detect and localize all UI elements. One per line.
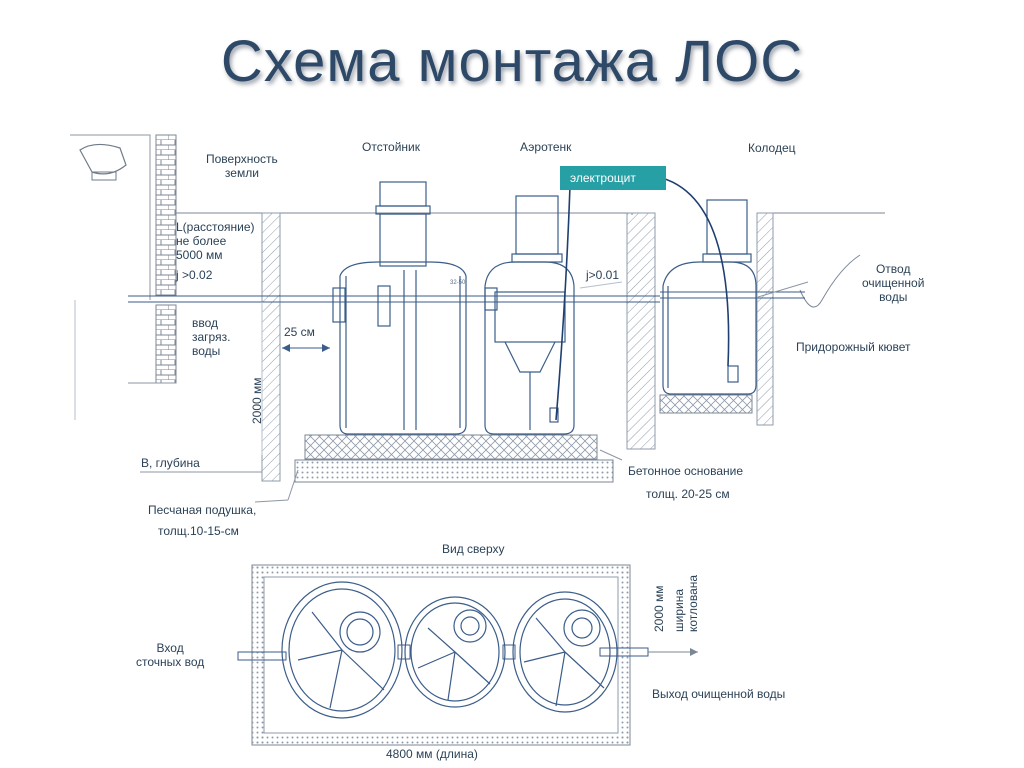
pit-width-value-label: 2000 мм bbox=[652, 585, 666, 632]
top-tank-3 bbox=[512, 591, 618, 713]
settler-label: Отстойник bbox=[362, 140, 421, 154]
ground-surface bbox=[176, 212, 885, 308]
slope-right-label: j>0.01 bbox=[586, 268, 620, 282]
pipe-tag: 32-50 bbox=[450, 280, 466, 286]
power-cables bbox=[549, 177, 730, 423]
concrete-label: Бетонное основание bbox=[628, 464, 744, 478]
pit-walls bbox=[261, 212, 774, 482]
settler-tank bbox=[332, 181, 467, 435]
ditch-label: Придорожный кювет bbox=[796, 340, 911, 354]
slope-marker bbox=[579, 281, 623, 289]
aerotank-label: Аэротенк bbox=[520, 140, 572, 154]
outflow-label: Выход очищенной воды bbox=[652, 687, 786, 701]
concrete-thickness-label: толщ. 20-25 см bbox=[646, 487, 730, 501]
top-view bbox=[237, 564, 698, 746]
sand-label: Песчаная подушка, bbox=[148, 503, 257, 517]
concrete-base bbox=[304, 434, 598, 460]
well-label: Колодец bbox=[748, 141, 796, 155]
ditch-profile bbox=[799, 254, 861, 308]
gap-dimension bbox=[282, 344, 330, 352]
pit-width-label: ширина bbox=[672, 588, 686, 632]
outlet-well bbox=[662, 199, 757, 395]
depth-label: 2000 мм bbox=[250, 377, 264, 424]
leader-lines bbox=[140, 281, 809, 503]
top-tank-1 bbox=[281, 581, 403, 719]
sand-cushion bbox=[294, 459, 614, 483]
gap-label: 25 см bbox=[284, 325, 315, 339]
main-pipe bbox=[128, 291, 805, 303]
toilet-icon bbox=[79, 143, 127, 175]
pit-length-label: 4800 мм (длина) bbox=[386, 747, 478, 761]
page-title: Схема монтажа ЛОС bbox=[220, 29, 804, 94]
pit-width-label-2: котлована bbox=[686, 574, 700, 632]
electrical-panel: электрощит bbox=[560, 166, 666, 190]
well-base bbox=[659, 394, 753, 414]
slope-left-label: j >0.02 bbox=[176, 268, 213, 282]
top-view-label: Вид сверху bbox=[442, 542, 505, 556]
house-wall bbox=[70, 134, 177, 420]
sand-thickness-label: толщ.10-15-см bbox=[158, 524, 239, 538]
top-tank-2 bbox=[404, 596, 506, 708]
aerotank bbox=[484, 195, 575, 435]
depth-b-label: В, глубина bbox=[141, 456, 200, 470]
